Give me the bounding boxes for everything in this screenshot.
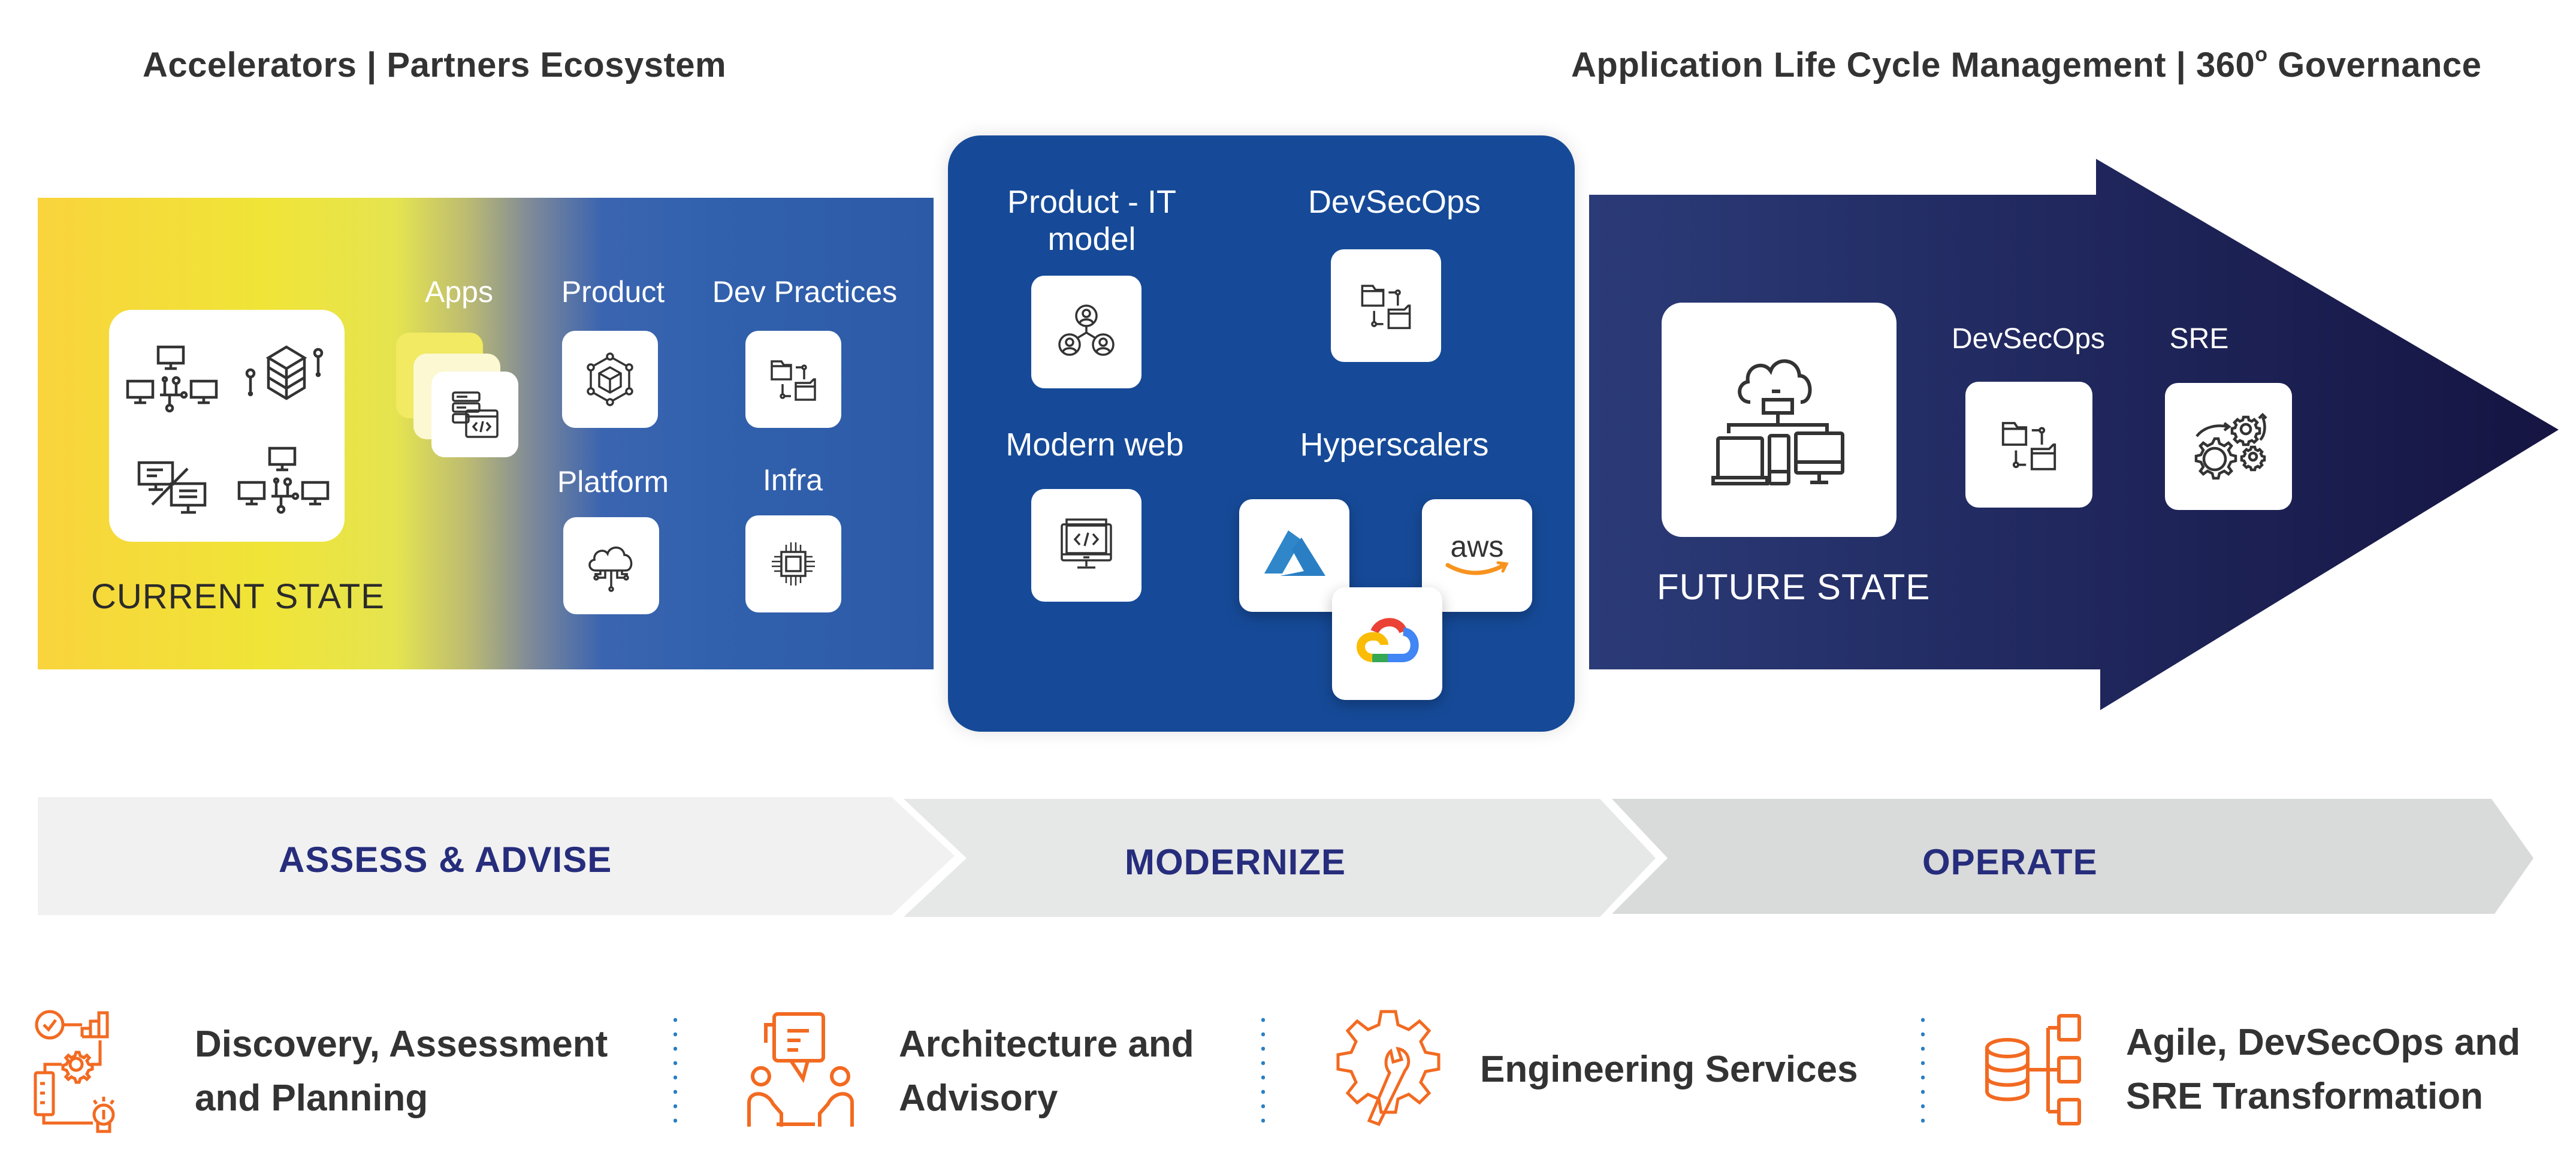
dev-practices-card [745, 331, 841, 428]
chip-icon [772, 542, 815, 585]
degree-symbol: o [2255, 43, 2268, 66]
infra-label: Infra [762, 463, 823, 497]
header-left-title: Accelerators | Partners Ecosystem [143, 46, 727, 84]
azure-card [1239, 499, 1349, 612]
service-separator [1921, 1013, 1925, 1127]
folder-branch-icon [771, 360, 816, 401]
current-state-card [109, 310, 345, 542]
monitor-code-icon [1061, 518, 1112, 569]
service-agile-line1: Agile, DevSecOps and [2126, 1022, 2521, 1063]
product-label: Product [561, 275, 665, 309]
service-agile-text: Agile, DevSecOps and SRE Transformation [2126, 1016, 2520, 1124]
future-state-card [1662, 303, 1896, 537]
google-cloud-logo-icon [1357, 618, 1419, 662]
cloud-devices-icon [1711, 359, 1844, 485]
future-devsecops-card [1965, 382, 2092, 508]
phase-modernize-label: MODERNIZE [1125, 842, 1346, 882]
modernize-box: Product - IT model DevSecOps Modern web … [948, 135, 1575, 732]
devsecops-label: DevSecOps [1307, 184, 1481, 220]
phase-assess-advise-label: ASSESS & ADVISE [279, 840, 612, 880]
devsecops-card [1331, 249, 1441, 362]
service-agile: Agile, DevSecOps and SRE Transformation [1983, 1010, 2520, 1130]
server-code-window-icon [451, 391, 499, 438]
service-discovery-line2: and Planning [195, 1077, 428, 1119]
gear-wrench-icon [1336, 1010, 1440, 1127]
header-right-end: Governance [2267, 46, 2482, 84]
phase-operate [1612, 799, 2533, 914]
phase-modernize [904, 799, 1656, 917]
service-engineering-line1: Engineering Services [1480, 1049, 1858, 1090]
folder-branch-icon [1361, 285, 1411, 330]
disconnected-monitors-icon [137, 461, 207, 514]
sre-card [2165, 383, 2292, 510]
folder-branch-icon [2001, 422, 2056, 470]
phase-assess-advise [38, 797, 955, 915]
stacked-layers-icon [245, 345, 324, 400]
service-engineering-text: Engineering Services [1480, 1043, 1858, 1097]
network-monitors-icon [237, 446, 330, 514]
modern-web-card [1031, 489, 1141, 602]
product-it-model-label: Product - IT model [1007, 184, 1177, 257]
people-network-icon [1058, 304, 1115, 356]
platform-card [563, 517, 659, 614]
service-architecture-text: Architecture and Advisory [899, 1018, 1194, 1125]
service-discovery: Discovery, Assessment and Planning [33, 1007, 608, 1136]
header-right-title: Application Life Cycle Management | 360o… [1571, 43, 2482, 85]
service-discovery-text: Discovery, Assessment and Planning [195, 1018, 608, 1125]
advisory-meeting-icon [747, 1012, 854, 1127]
platform-label: Platform [557, 465, 669, 499]
modern-web-label: Modern web [1005, 427, 1184, 463]
service-agile-line2: SRE Transformation [2126, 1076, 2483, 1117]
service-architecture: Architecture and Advisory [743, 1007, 1194, 1136]
current-state-label: CURRENT STATE [91, 577, 385, 616]
product-it-model-card [1031, 276, 1141, 388]
future-state-label: FUTURE STATE [1657, 567, 1931, 607]
service-architecture-line1: Architecture and [899, 1023, 1194, 1065]
header-right-main: Application Life Cycle Management | 360 [1571, 46, 2255, 84]
discovery-process-icon [34, 1010, 115, 1133]
network-monitors-icon [126, 345, 218, 413]
dev-practices-label: Dev Practices [712, 275, 898, 309]
google-cloud-card [1332, 587, 1442, 700]
service-discovery-line1: Discovery, Assessment [195, 1023, 608, 1065]
apps-card [431, 372, 518, 457]
product-card [562, 331, 658, 428]
service-engineering: Engineering Services [1333, 1007, 1858, 1133]
gears-icon [2194, 412, 2267, 480]
service-architecture-line2: Advisory [899, 1077, 1058, 1119]
aws-logo-icon: aws [1445, 530, 1509, 575]
product-box-network-icon [587, 352, 633, 406]
apps-label: Apps [425, 275, 493, 309]
service-separator [674, 1013, 677, 1127]
hyperscalers-label: Hyperscalers [1300, 427, 1489, 463]
infra-card [745, 515, 841, 612]
azure-logo-icon [1264, 530, 1325, 576]
phase-operate-label: OPERATE [1922, 842, 2098, 882]
future-devsecops-label: DevSecOps [1951, 323, 2106, 355]
aws-text: aws [1451, 530, 1504, 563]
database-hierarchy-icon [1985, 1014, 2081, 1125]
phase-band [38, 797, 2533, 917]
current-state-band: CURRENT STATE Apps Product Dev Practices [38, 198, 934, 669]
service-separator [1261, 1013, 1265, 1127]
cloud-network-icon [588, 547, 633, 592]
sre-label: SRE [2169, 323, 2229, 355]
aws-card: aws [1422, 499, 1532, 612]
